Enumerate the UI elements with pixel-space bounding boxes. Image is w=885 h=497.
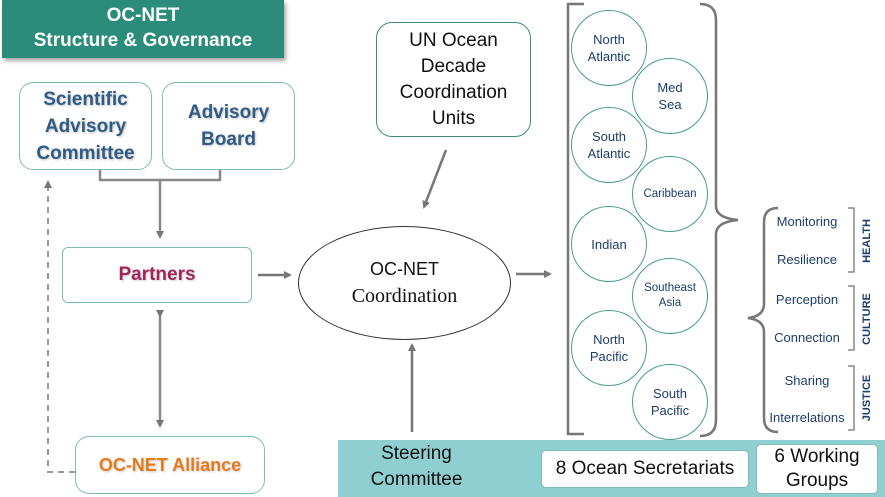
theme-health: HEALTH	[861, 219, 873, 263]
un-line1: UN Ocean	[409, 29, 498, 51]
coordination-line2: Coordination	[351, 285, 458, 307]
steering-line2: Committee	[370, 469, 463, 490]
un-to-coordination-arrow	[422, 149, 448, 209]
alliance-to-committee-dashed	[44, 180, 75, 473]
secretariat-line1: Indian	[591, 236, 627, 252]
secretariat-line1: South	[653, 386, 687, 401]
advisory-board-box: Advisory Board	[162, 82, 295, 170]
working-groups-line1: 6 Working	[774, 446, 860, 467]
title-line1: OC-NET	[106, 5, 180, 26]
alliance-box: OC-NET Alliance	[75, 436, 265, 494]
working-groups-box: 6 Working Groups	[756, 444, 878, 494]
wg-interrelations: Interrelations	[769, 410, 845, 425]
coordination-line1: OC-NET	[370, 259, 439, 279]
secretariat-indian: Indian	[571, 206, 647, 282]
ab-line1: Advisory	[187, 102, 270, 123]
secretariats-left-bracket	[566, 2, 584, 436]
steering-committee-label: Steering Committee	[345, 441, 488, 495]
health-bracket	[848, 207, 855, 273]
wg-perception: Perception	[775, 292, 839, 307]
secretariat-line2: Sea	[658, 97, 682, 112]
ocean-secretariats-box: 8 Ocean Secretariats	[541, 450, 749, 488]
theme-justice: JUSTICE	[861, 374, 873, 422]
secretariat-line1: North	[593, 332, 625, 347]
un-line4: Units	[431, 107, 476, 129]
wg-monitoring: Monitoring	[776, 214, 838, 229]
wg-connection: Connection	[774, 330, 840, 345]
wg-sharing: Sharing	[784, 373, 830, 388]
secretariats-right-brace	[699, 2, 739, 438]
scientific-advisory-committee-box: Scientific Advisory Committee	[19, 82, 152, 170]
culture-bracket	[848, 285, 855, 351]
secretariat-line2: Asia	[658, 297, 682, 309]
ocean-secretariats-label: 8 Ocean Secretariats	[555, 458, 735, 479]
secretariat-line2: Pacific	[589, 349, 629, 364]
alliance-label: OC-NET Alliance	[98, 454, 242, 475]
secretariat-line2: Atlantic	[587, 146, 631, 161]
secretariat-line1: Med	[657, 80, 683, 95]
wg-resilience: Resilience	[777, 252, 837, 267]
working-groups-line2: Groups	[785, 470, 849, 491]
un-line2: Decade	[420, 55, 487, 77]
secretariat-caribbean: Caribbean	[632, 156, 708, 232]
sac-line3: Committee	[36, 142, 135, 164]
theme-culture: CULTURE	[861, 293, 873, 345]
un-coordination-box: UN Ocean Decade Coordination Units	[376, 22, 531, 137]
un-line3: Coordination	[399, 81, 508, 103]
partners-label: Partners	[118, 264, 196, 285]
steering-line1: Steering	[381, 443, 452, 464]
justice-bracket	[848, 365, 855, 431]
secretariat-line1: Caribbean	[643, 187, 697, 200]
coordination-ellipse: OC-NET Coordination	[298, 226, 511, 340]
working-groups-brace	[747, 206, 779, 434]
advisory-join-line	[98, 170, 222, 182]
sac-line2: Advisory	[44, 115, 127, 137]
title-line2: Structure & Governance	[33, 30, 253, 51]
secretariat-line1: Southeast	[644, 282, 696, 294]
secretariat-line1: South	[592, 129, 626, 144]
secretariat-line2: Atlantic	[587, 49, 631, 64]
sac-line1: Scientific	[43, 88, 128, 110]
ab-line2: Board	[201, 129, 256, 150]
secretariat-line2: Pacific	[650, 403, 690, 418]
title-banner: OC-NET Structure & Governance	[2, 0, 284, 58]
secretariat-line1: North	[593, 32, 625, 47]
partners-box: Partners	[62, 247, 252, 303]
